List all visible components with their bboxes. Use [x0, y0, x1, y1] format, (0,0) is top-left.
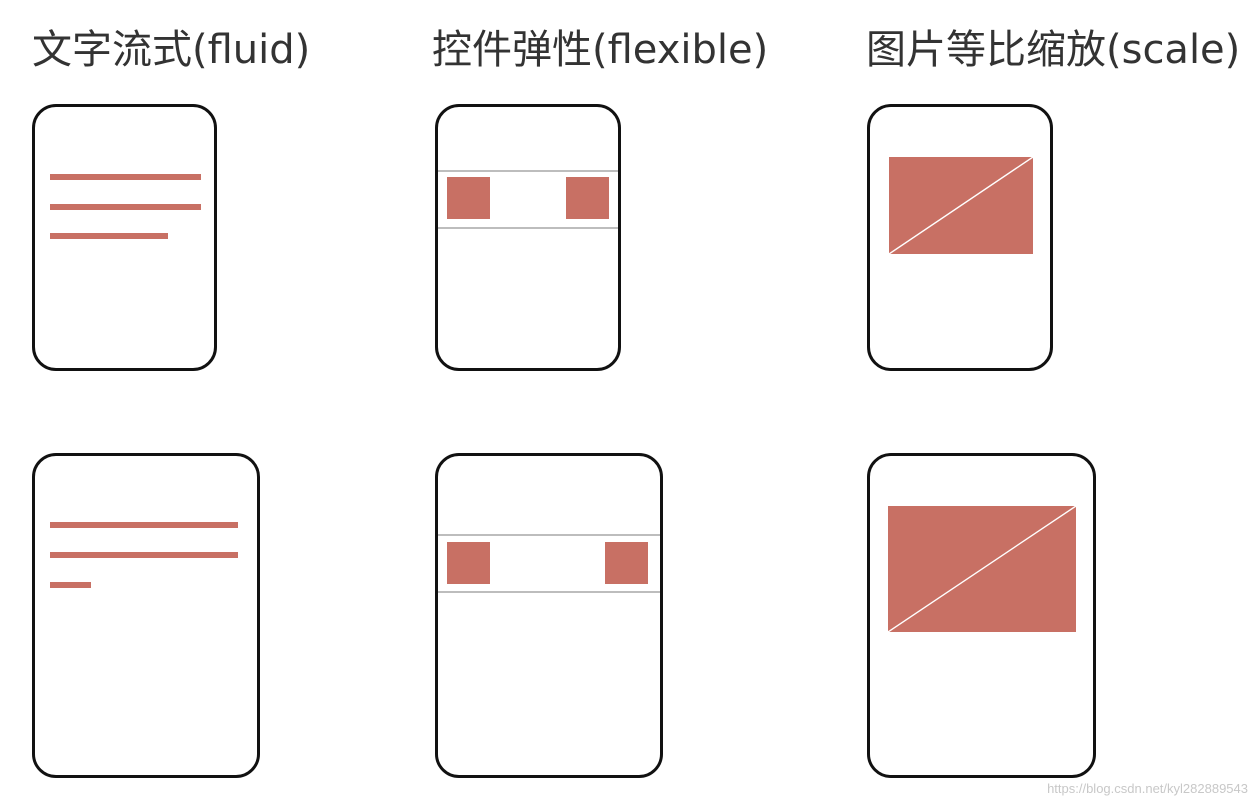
control-block-left [447, 542, 490, 584]
flexible-phone-small [435, 104, 621, 371]
text-line [50, 174, 201, 180]
text-line [50, 233, 168, 239]
scaled-image [889, 157, 1033, 254]
control-block-right [605, 542, 648, 584]
text-line [50, 582, 91, 588]
control-block-left [447, 177, 490, 219]
fluid-phone-large [32, 453, 260, 778]
text-line [50, 552, 238, 558]
title-fluid: 文字流式(fluid) [32, 27, 311, 73]
row-divider-top [438, 170, 618, 172]
title-flexible: 控件弹性(flexible) [432, 27, 769, 73]
title-scale: 图片等比缩放(scale) [866, 27, 1241, 73]
row-divider-bottom [438, 591, 660, 593]
flexible-phone-large [435, 453, 663, 778]
scale-phone-small [867, 104, 1053, 371]
watermark-text: https://blog.csdn.net/kyl282889543 [1047, 781, 1248, 796]
text-line [50, 204, 201, 210]
control-block-right [566, 177, 609, 219]
fluid-phone-small [32, 104, 217, 371]
row-divider-bottom [438, 227, 618, 229]
scale-phone-large [867, 453, 1096, 778]
scaled-image [888, 506, 1076, 632]
text-line [50, 522, 238, 528]
row-divider-top [438, 534, 660, 536]
